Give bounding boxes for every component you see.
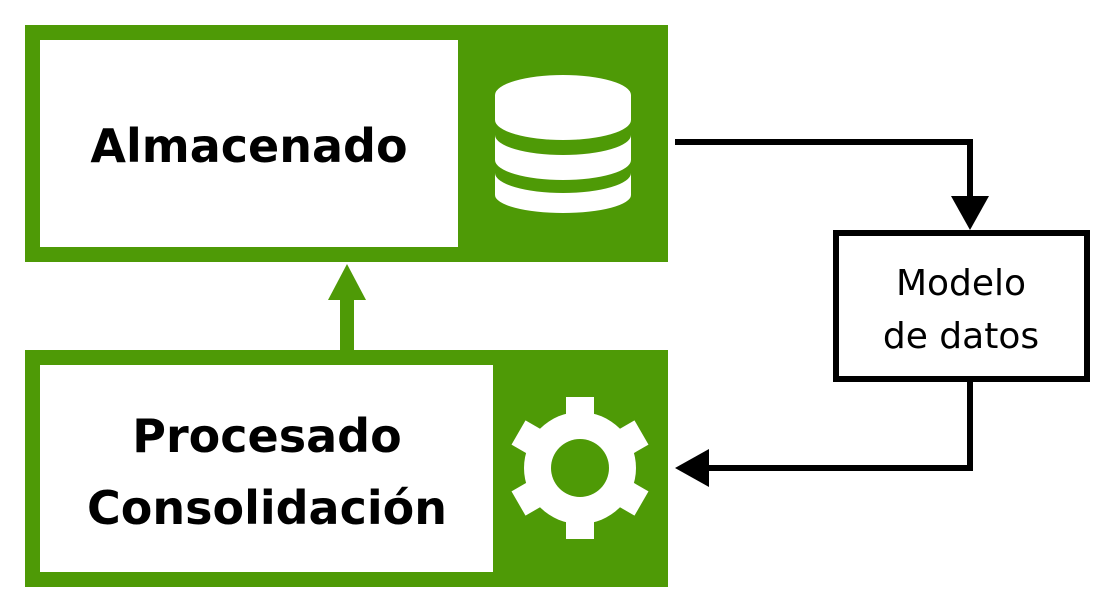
data-model-line2: de datos bbox=[883, 316, 1039, 357]
data-model-line1: Modelo bbox=[896, 263, 1026, 304]
database-icon bbox=[495, 75, 631, 213]
data-model-block: Modelo de datos bbox=[833, 230, 1090, 382]
gear-icon bbox=[511, 397, 649, 539]
processing-block: Procesado Consolidación bbox=[25, 350, 668, 587]
storage-label: Almacenado bbox=[90, 119, 407, 173]
processing-label-line1: Procesado bbox=[132, 409, 401, 463]
storage-block: Almacenado bbox=[25, 25, 668, 262]
processing-label-line2: Consolidación bbox=[87, 481, 447, 535]
process-to-storage-arrow bbox=[328, 264, 366, 351]
data-model-frame bbox=[833, 230, 1090, 382]
model-to-processing-arrow bbox=[675, 382, 973, 487]
storage-label-box bbox=[40, 40, 458, 247]
storage-to-model-arrow bbox=[675, 139, 989, 230]
processing-label-box bbox=[40, 365, 493, 572]
